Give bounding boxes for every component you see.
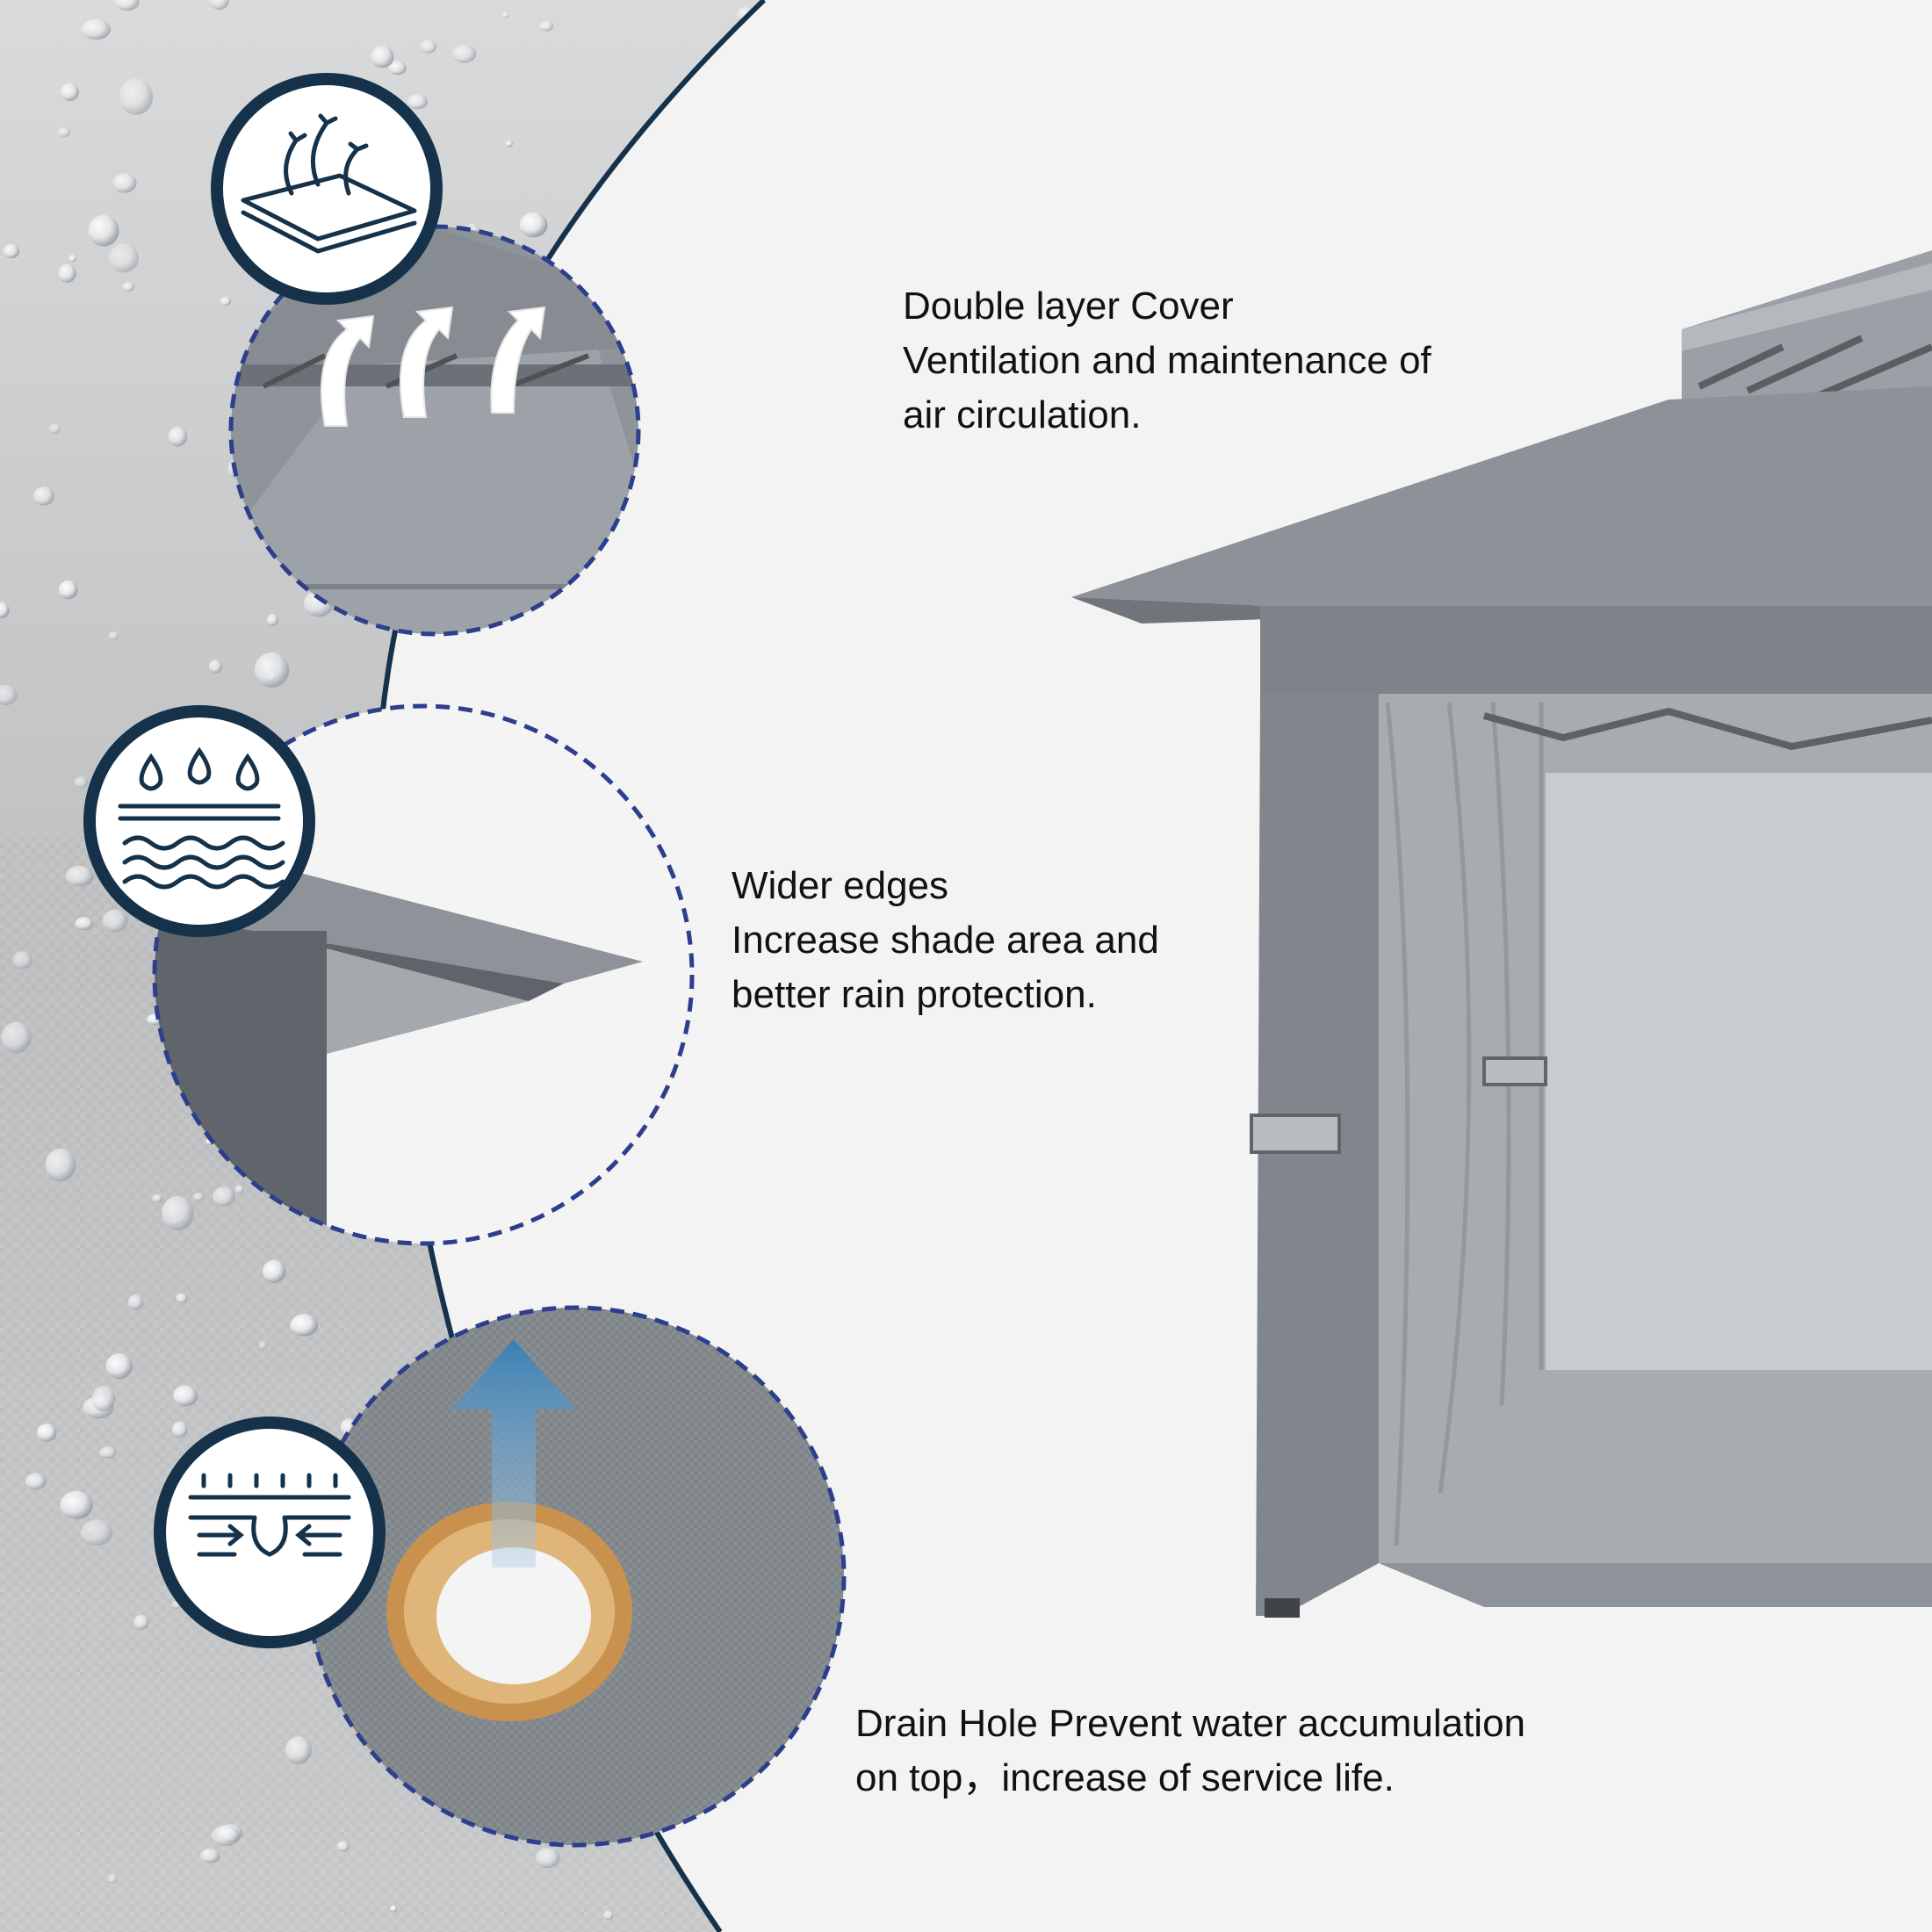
feature-description-line: Increase shade area and [732, 919, 1159, 962]
feature-photo-drain-grommet [304, 1305, 847, 1848]
feature-text-block: Drain Hole Prevent water accumulation on… [855, 1697, 1525, 1806]
feature-description-line: on top，increase of service life. [855, 1756, 1395, 1799]
gazebo-photo [1071, 250, 1932, 1618]
feature-text-block: Double layer Cover Ventilation and maint… [903, 279, 1431, 443]
feature-description-line: better rain protection. [732, 973, 1097, 1016]
waterproof-drops-icon [83, 705, 315, 937]
feature-description-line: Ventilation and maintenance of [903, 339, 1431, 382]
ventilation-layers-icon [211, 73, 443, 305]
feature-title: Double layer Cover [903, 285, 1234, 328]
drain-hole-icon [154, 1417, 386, 1648]
feature-title: Wider edges [732, 864, 949, 907]
feature-text-block: Wider edges Increase shade area and bett… [732, 859, 1159, 1022]
feature-description-line: air circulation. [903, 393, 1142, 436]
feature-description-line: Drain Hole Prevent water accumulation [855, 1702, 1526, 1745]
